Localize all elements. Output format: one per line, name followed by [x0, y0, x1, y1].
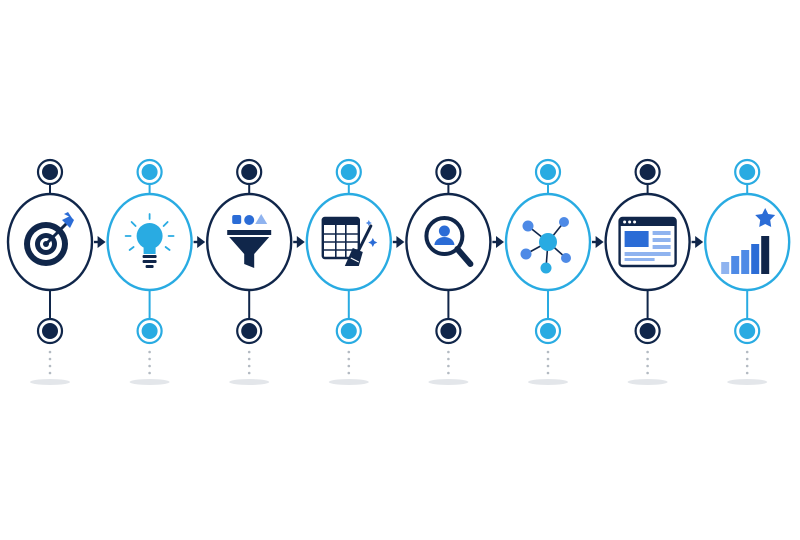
arrow-right-icon	[492, 236, 504, 248]
steps-layer	[6, 158, 791, 385]
funnel-icon	[227, 214, 272, 268]
top-node	[734, 158, 761, 186]
dotted-tail	[347, 350, 351, 375]
top-node	[435, 158, 462, 186]
search-user-icon	[424, 216, 474, 267]
clean-data-icon	[321, 216, 378, 266]
ground-shadow	[528, 379, 568, 385]
process-step	[604, 158, 691, 385]
bottom-node	[634, 317, 661, 345]
ground-shadow	[129, 379, 170, 385]
bottom-node	[534, 317, 562, 345]
dotted-tail	[247, 350, 251, 375]
arrow-right-icon	[691, 236, 704, 248]
bottom-node	[435, 317, 462, 345]
arrow-right-icon	[94, 236, 106, 248]
step-ring	[704, 192, 791, 292]
ground-shadow	[229, 379, 270, 385]
top-node	[136, 158, 163, 186]
top-node	[236, 158, 263, 186]
dashboard-icon	[618, 216, 677, 268]
top-node	[36, 158, 64, 186]
ground-shadow	[328, 379, 369, 385]
bottom-node	[236, 317, 263, 345]
ground-shadow	[627, 379, 668, 385]
top-node	[335, 158, 362, 186]
bottom-node	[734, 317, 761, 345]
process-step	[504, 158, 592, 385]
dotted-tail	[148, 350, 151, 375]
process-step	[205, 158, 293, 385]
growth-chart-icon	[721, 208, 776, 274]
process-step	[305, 158, 392, 385]
ground-shadow	[428, 379, 469, 385]
arrows-layer	[94, 236, 704, 248]
top-node	[534, 158, 562, 186]
ground-shadow	[30, 379, 70, 385]
bottom-node	[335, 317, 362, 345]
dotted-tail	[745, 350, 749, 375]
top-node	[634, 158, 661, 186]
process-step	[704, 158, 791, 385]
bottom-node	[36, 317, 64, 345]
arrow-right-icon	[392, 236, 405, 248]
bottom-node	[136, 317, 163, 345]
lightbulb-icon	[124, 213, 175, 268]
process-step	[405, 158, 492, 385]
ground-shadow	[727, 379, 768, 385]
target-icon	[24, 212, 74, 266]
network-icon	[520, 217, 571, 274]
dotted-tail	[546, 350, 550, 375]
arrow-right-icon	[193, 236, 206, 248]
dotted-tail	[447, 350, 450, 375]
dotted-tail	[646, 350, 649, 375]
arrow-right-icon	[592, 236, 604, 248]
process-step	[6, 158, 94, 385]
arrow-right-icon	[293, 236, 305, 248]
dotted-tail	[48, 350, 52, 375]
process-step	[106, 158, 193, 385]
